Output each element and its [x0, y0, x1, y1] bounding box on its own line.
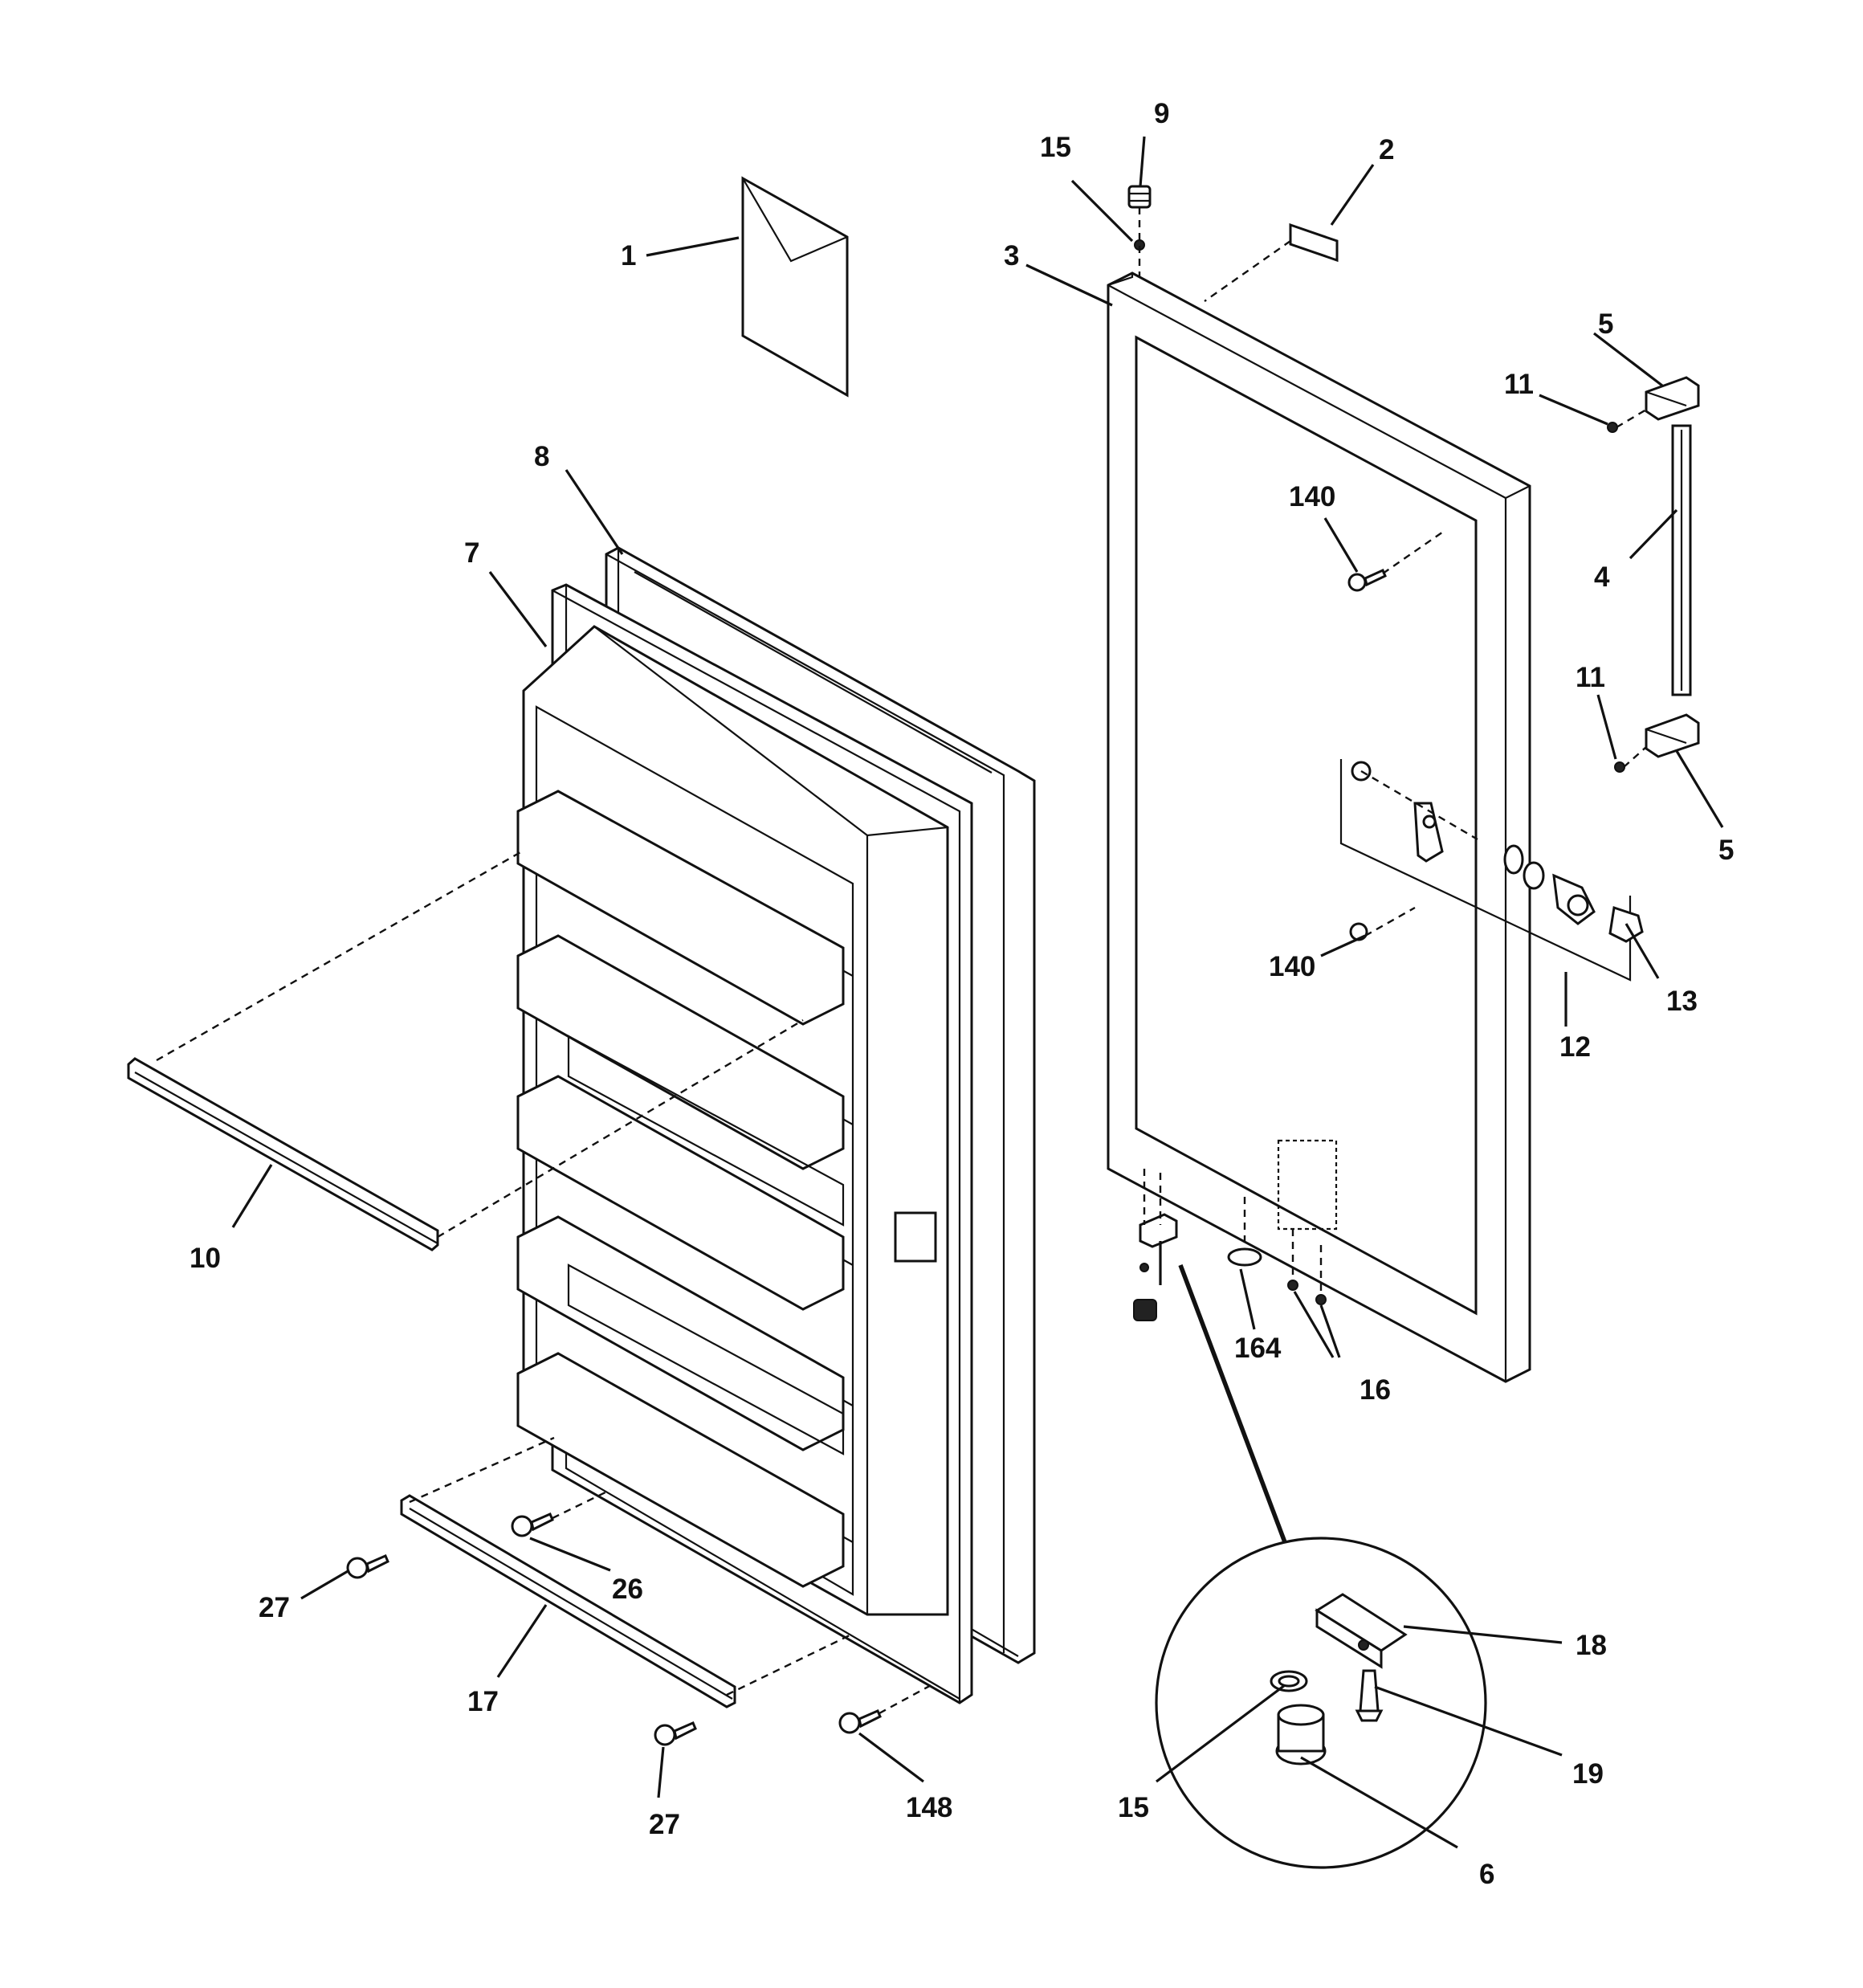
shelf-bar-17 — [400, 1494, 736, 1708]
callout-6: 6 — [1479, 1859, 1494, 1890]
inner-door-liner — [516, 583, 973, 1704]
callout-10: 10 — [190, 1243, 221, 1274]
retainer-clip-26 — [511, 1512, 554, 1537]
retainer-clip-27-left — [346, 1554, 389, 1579]
callout-4: 4 — [1594, 561, 1610, 593]
callout-16: 16 — [1360, 1374, 1391, 1406]
callout-26: 26 — [612, 1574, 643, 1605]
callout-148: 148 — [906, 1792, 952, 1823]
callout-164: 164 — [1234, 1333, 1282, 1364]
screw-140-upper — [1347, 569, 1387, 592]
callout-12: 12 — [1559, 1031, 1591, 1063]
callout-1: 1 — [621, 240, 636, 271]
callout-13: 13 — [1666, 986, 1698, 1017]
literature-envelope — [741, 176, 849, 398]
callout-15-detail: 15 — [1118, 1792, 1149, 1823]
retainer-clip-27-bottom — [654, 1721, 697, 1746]
callout-140-lower: 140 — [1269, 951, 1315, 982]
lock-assembly — [1339, 759, 1644, 982]
callout-27-bottom: 27 — [649, 1809, 680, 1840]
callout-19: 19 — [1572, 1758, 1604, 1790]
callout-9: 9 — [1154, 98, 1169, 129]
detail-magnifier — [1155, 1537, 1487, 1869]
screw-148 — [838, 1709, 882, 1734]
callout-140-upper: 140 — [1289, 481, 1335, 512]
callout-3: 3 — [1004, 240, 1019, 271]
callout-11-bottom: 11 — [1576, 662, 1605, 693]
callout-11-top: 11 — [1504, 369, 1534, 400]
callout-labels: 1 2 3 4 5 5 6 7 8 9 10 11 11 12 13 15 15… — [190, 98, 1734, 1890]
door-handle-assembly — [1607, 376, 1700, 773]
leader-lines — [156, 136, 1724, 1849]
callout-15-top: 15 — [1040, 132, 1071, 163]
callout-18: 18 — [1576, 1630, 1607, 1661]
callout-5-bottom: 5 — [1718, 835, 1734, 866]
callout-7: 7 — [464, 537, 479, 569]
outer-door-panel — [1107, 271, 1531, 1383]
callout-17: 17 — [467, 1686, 499, 1717]
callout-5-top: 5 — [1598, 308, 1613, 340]
callout-8: 8 — [534, 441, 549, 472]
hinge-bushing-top — [1127, 185, 1152, 209]
callout-27-left: 27 — [259, 1592, 290, 1623]
callout-2: 2 — [1379, 134, 1394, 165]
bottom-hinge-hardware — [1133, 1213, 1327, 1321]
door-label — [1289, 222, 1339, 263]
shelf-bar-10 — [127, 1057, 439, 1251]
